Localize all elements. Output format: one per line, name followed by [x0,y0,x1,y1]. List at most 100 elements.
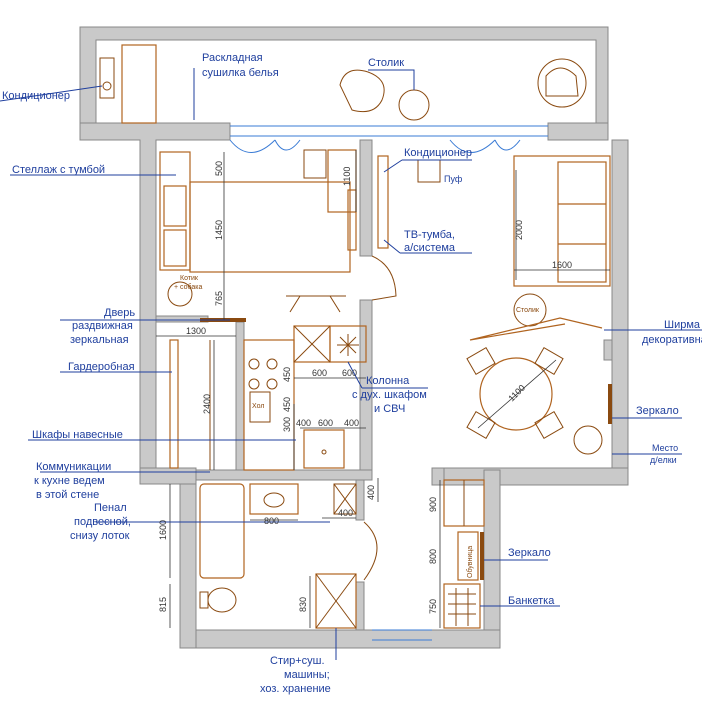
dim-600-b: 600 [342,368,357,378]
bathroom-door [363,521,378,581]
balcony-armchair [339,69,385,113]
label-balcony-table: Столик [368,57,404,69]
sofa-seat [557,161,607,283]
dining-chair-3 [466,411,496,439]
hall-bench [443,583,481,629]
wall-kitchen-left [235,321,245,471]
label-tv-2: а/система [404,242,456,254]
label-pencil-1: Пенал [94,502,127,514]
dim-2400: 2400 [202,394,212,414]
label-column-2: с дух. шкафом [352,389,427,401]
label-tree-1: Место [652,443,678,453]
label-cabinets: Шкафы навесные [32,429,123,441]
wall-living-left-stub [431,467,445,486]
wash-basin [249,483,299,515]
dim-400-a: 400 [296,418,311,428]
label-pouf: Пуф [444,174,463,184]
living-mirror [608,384,612,424]
tv-stand [377,155,389,249]
dimension-texts: 500 1450 765 1100 2000 1600 1300 2400 60… [158,161,572,614]
label-wardrobe: Гардеробная [68,361,135,373]
sofa [513,155,611,287]
dim-300: 300 [282,417,292,432]
label-door-2: раздвижная [72,320,133,332]
dim-815: 815 [158,597,168,612]
balcony-chair-round [537,58,587,108]
living-door [371,255,397,301]
label-shelving: Стеллаж с тумбой [12,164,105,176]
windows [229,125,548,641]
label-dryer-2: сушилка белья [202,67,279,79]
hanging-pencil-case [333,483,357,515]
balcony-planter [121,44,157,124]
label-ac-right: Кондиционер [404,147,472,159]
dim-450-b: 450 [282,397,292,412]
fridge [249,391,271,423]
wall-left-bottom [139,467,197,485]
wall-balcony-bottom-right [547,122,609,141]
wall-bath-top [195,469,373,481]
dim-830: 830 [298,597,308,612]
hall-mirror [480,532,484,580]
dining-chair-2 [534,347,564,375]
wall-right-notch [603,339,613,361]
label-door-1: Дверь [104,307,135,319]
pouf [417,159,441,183]
dim-1450: 1450 [214,220,224,240]
wall-right [611,139,629,486]
dining-table [479,357,553,431]
dim-800: 800 [264,516,279,526]
wall-bottom [179,629,501,649]
coffee-table [513,293,547,327]
bedroom [159,149,357,322]
dim-2000: 2000 [514,220,524,240]
dining-chair-1 [466,347,496,375]
wall-living-bottom [439,467,629,486]
leader-lines [0,68,702,660]
wall-balcony-bottom-left [79,122,231,481]
dim-600-a: 600 [312,368,327,378]
balcony-table [398,89,430,121]
label-ac-left: Кондиционер [2,90,70,102]
label-tv-1: ТВ-тумба, [404,229,455,241]
label-pencil-3: снизу лоток [70,530,130,542]
label-coffee-table: Столик [516,307,540,314]
dim-400-b: 400 [344,418,359,428]
dim-1600: 1600 [552,260,572,270]
dim-450-a: 450 [282,367,292,382]
label-washer-3: хоз. хранение [260,683,331,695]
shoe-cabinet [457,531,479,581]
dim-1300: 1300 [186,326,206,336]
label-dryer-1: Раскладная [202,52,263,64]
dim-750: 750 [428,599,438,614]
balcony-furniture [99,44,587,124]
label-comm-2: к кухне ведем [34,475,105,487]
pet-bed [167,281,193,307]
annotations: Кондиционер Раскладная сушилка белья Сто… [2,52,702,695]
label-tree-2: д/елки [650,455,677,465]
label-mirror-hall: Зеркало [508,547,551,559]
dim-1100: 1100 [342,167,352,186]
label-screen-1: Ширма [664,319,701,331]
label-bench: Банкетка [508,595,555,607]
kitchen [243,325,367,471]
christmas-tree-spot [573,425,603,455]
bathtub [199,483,245,579]
label-screen-2: декоративная [642,334,702,346]
label-column-1: Колонна [366,375,410,387]
pet-bowl-stand [286,295,346,313]
bedroom-desk-edge [347,189,357,251]
label-comm-1: Коммуникации [36,461,111,473]
balcony-chair-seat [545,67,579,97]
decorative-screen [469,317,603,341]
dim-500: 500 [214,161,224,176]
label-door-3: зеркальная [70,334,129,346]
wall-bath-right-lower [355,581,365,631]
label-pet-2: + собака [174,283,202,291]
dim-1100-table: 1100 [506,383,527,404]
balcony-ac-unit [99,57,115,99]
label-fridge: Хол [252,403,264,410]
living-room [371,155,612,455]
label-comm-3: в этой стене [36,489,99,501]
